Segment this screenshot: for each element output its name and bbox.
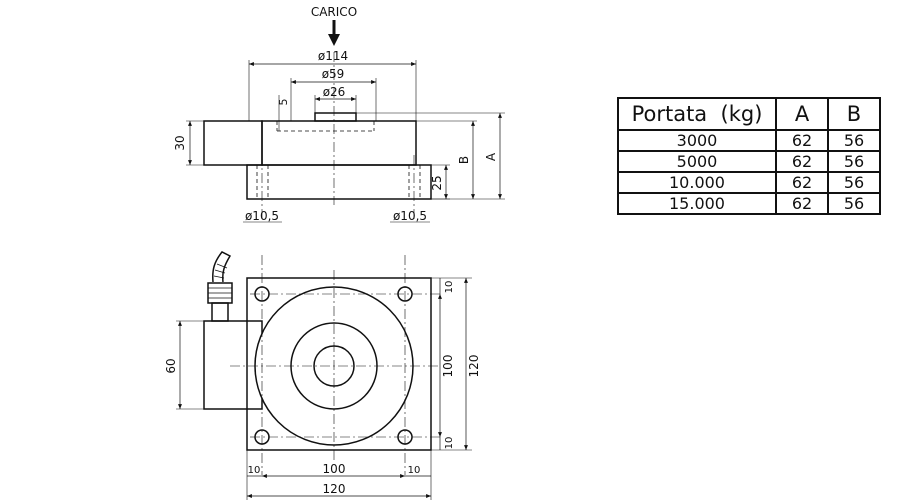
dim-30: 30 [173, 135, 187, 150]
cell-capacity: 15.000 [617, 192, 777, 215]
cell-capacity: 5000 [617, 150, 777, 173]
table-row: 10.000 62 56 [617, 171, 881, 194]
dim-120-right: 120 [467, 355, 481, 378]
load-label: CARICO [311, 5, 357, 19]
header-a: A [775, 97, 829, 131]
dim-hole-left: ø10,5 [245, 209, 279, 223]
table-row: 15.000 62 56 [617, 192, 881, 215]
side-view: CARICO [186, 5, 505, 223]
dim-5: 5 [277, 99, 290, 106]
dim-10-top-right: 10 [444, 281, 455, 294]
dim-A: A [484, 152, 498, 161]
cell-a: 62 [775, 192, 829, 215]
table-row: 5000 62 56 [617, 150, 881, 173]
table-row: 3000 62 56 [617, 129, 881, 152]
base-plate [246, 164, 432, 200]
plan-base-plate [246, 277, 432, 451]
dim-10-bottom-left: 10 [248, 465, 261, 476]
cell-b: 56 [827, 129, 881, 152]
side-view-labels: ø114 ø59 ø26 5 30 25 B A ø10,5 ø10,5 [173, 49, 498, 223]
dim-d26: ø26 [323, 85, 346, 99]
cell-a: 62 [775, 171, 829, 194]
dim-d114: ø114 [318, 49, 348, 63]
cell-a: 62 [775, 150, 829, 173]
cell-capacity: 10.000 [617, 171, 777, 194]
cell-b: 56 [827, 171, 881, 194]
load-cell-body [261, 120, 417, 166]
plan-view-labels: 60 10 100 120 10 10 100 10 120 [164, 281, 481, 496]
dim-hole-right: ø10,5 [393, 209, 427, 223]
cell-a: 62 [775, 129, 829, 152]
dim-10-bottom-right: 10 [444, 437, 455, 450]
table-header-row: Portata (kg) A B [617, 97, 881, 131]
connector-block [203, 320, 263, 410]
cable [212, 251, 232, 283]
header-capacity: Portata (kg) [617, 97, 777, 131]
load-button [314, 112, 357, 122]
cable-block [203, 120, 263, 166]
capacity-table: Portata (kg) A B 3000 62 56 5000 62 56 1… [617, 97, 881, 215]
dim-B: B [457, 156, 471, 164]
dim-25: 25 [430, 175, 444, 190]
dim-100-right: 100 [441, 355, 455, 378]
header-b: B [827, 97, 881, 131]
dim-60: 60 [164, 358, 178, 373]
plan-view [176, 251, 472, 500]
dim-d59: ø59 [322, 67, 345, 81]
dim-120-bottom: 120 [323, 482, 346, 496]
dim-10-bottom-right2: 10 [408, 465, 421, 476]
cell-b: 56 [827, 150, 881, 173]
load-arrow-head [328, 34, 340, 46]
dim-100-bottom: 100 [323, 462, 346, 476]
cell-b: 56 [827, 192, 881, 215]
cell-capacity: 3000 [617, 129, 777, 152]
